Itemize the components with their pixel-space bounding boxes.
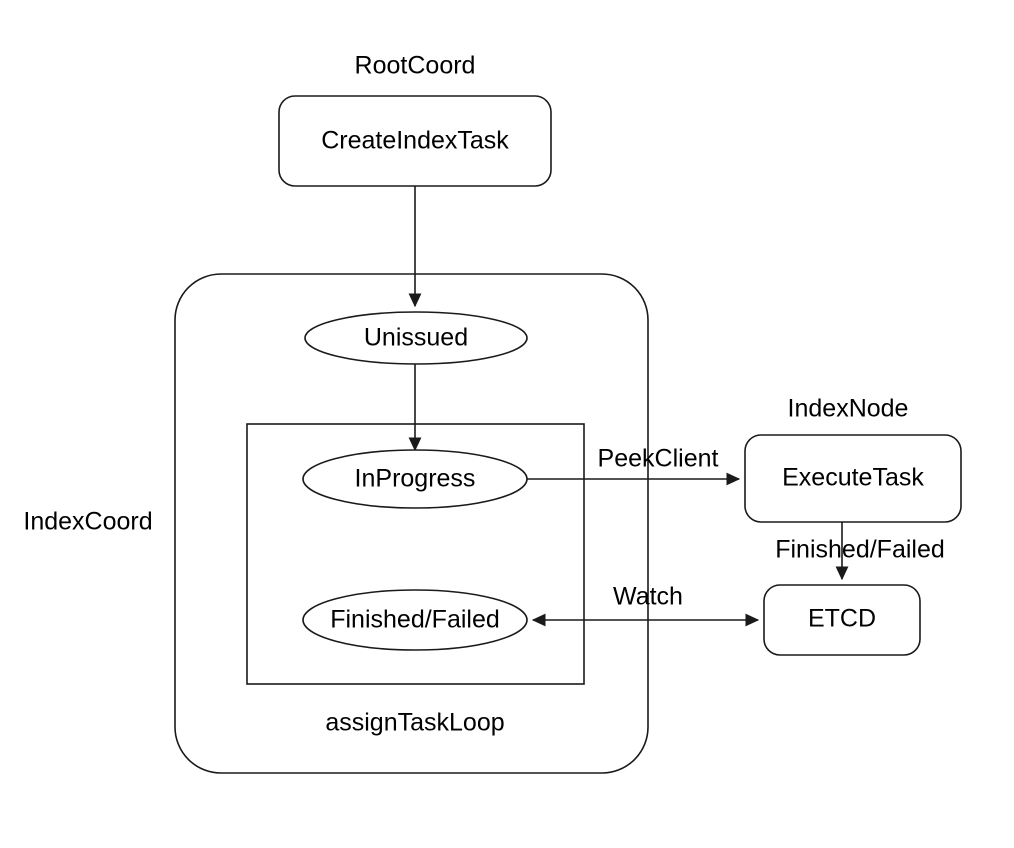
edge-label-finished-failed: Finished/Failed	[775, 536, 945, 564]
etcd-box[interactable]	[763, 584, 921, 656]
finished-failed-label: Finished/Failed	[330, 606, 500, 634]
edges-layer	[408, 186, 849, 627]
etcd-label: ETCD	[808, 605, 876, 633]
edge-labels-layer: PeekClient Finished/Failed Watch	[598, 445, 945, 611]
group-indexcoord: IndexCoord	[23, 273, 649, 774]
node-execute-task[interactable]: ExecuteTask	[744, 434, 962, 523]
rootcoord-label: RootCoord	[355, 52, 476, 80]
node-create-index-task[interactable]: CreateIndexTask	[278, 95, 552, 187]
finished-failed-ellipse[interactable]	[302, 589, 528, 651]
inprogress-label: InProgress	[355, 465, 476, 493]
execute-task-label: ExecuteTask	[782, 464, 924, 492]
node-unissued[interactable]: Unissued	[304, 311, 528, 365]
indexnode-label: IndexNode	[788, 395, 909, 423]
assigntaskloop-label: assignTaskLoop	[325, 709, 504, 737]
execute-task-box[interactable]	[744, 434, 962, 523]
node-etcd[interactable]: ETCD	[763, 584, 921, 656]
inprogress-ellipse[interactable]	[302, 449, 528, 509]
edge-label-watch: Watch	[613, 583, 683, 611]
indexcoord-label: IndexCoord	[23, 508, 152, 536]
create-index-task-box[interactable]	[278, 95, 552, 187]
unissued-label: Unissued	[364, 324, 468, 352]
node-inprogress[interactable]: InProgress	[302, 449, 528, 509]
unissued-ellipse[interactable]	[304, 311, 528, 365]
create-index-task-label: CreateIndexTask	[321, 127, 509, 155]
edge-label-peekclient: PeekClient	[598, 445, 719, 473]
indexcoord-boundary	[174, 273, 649, 774]
node-finished-failed[interactable]: Finished/Failed	[302, 589, 528, 651]
